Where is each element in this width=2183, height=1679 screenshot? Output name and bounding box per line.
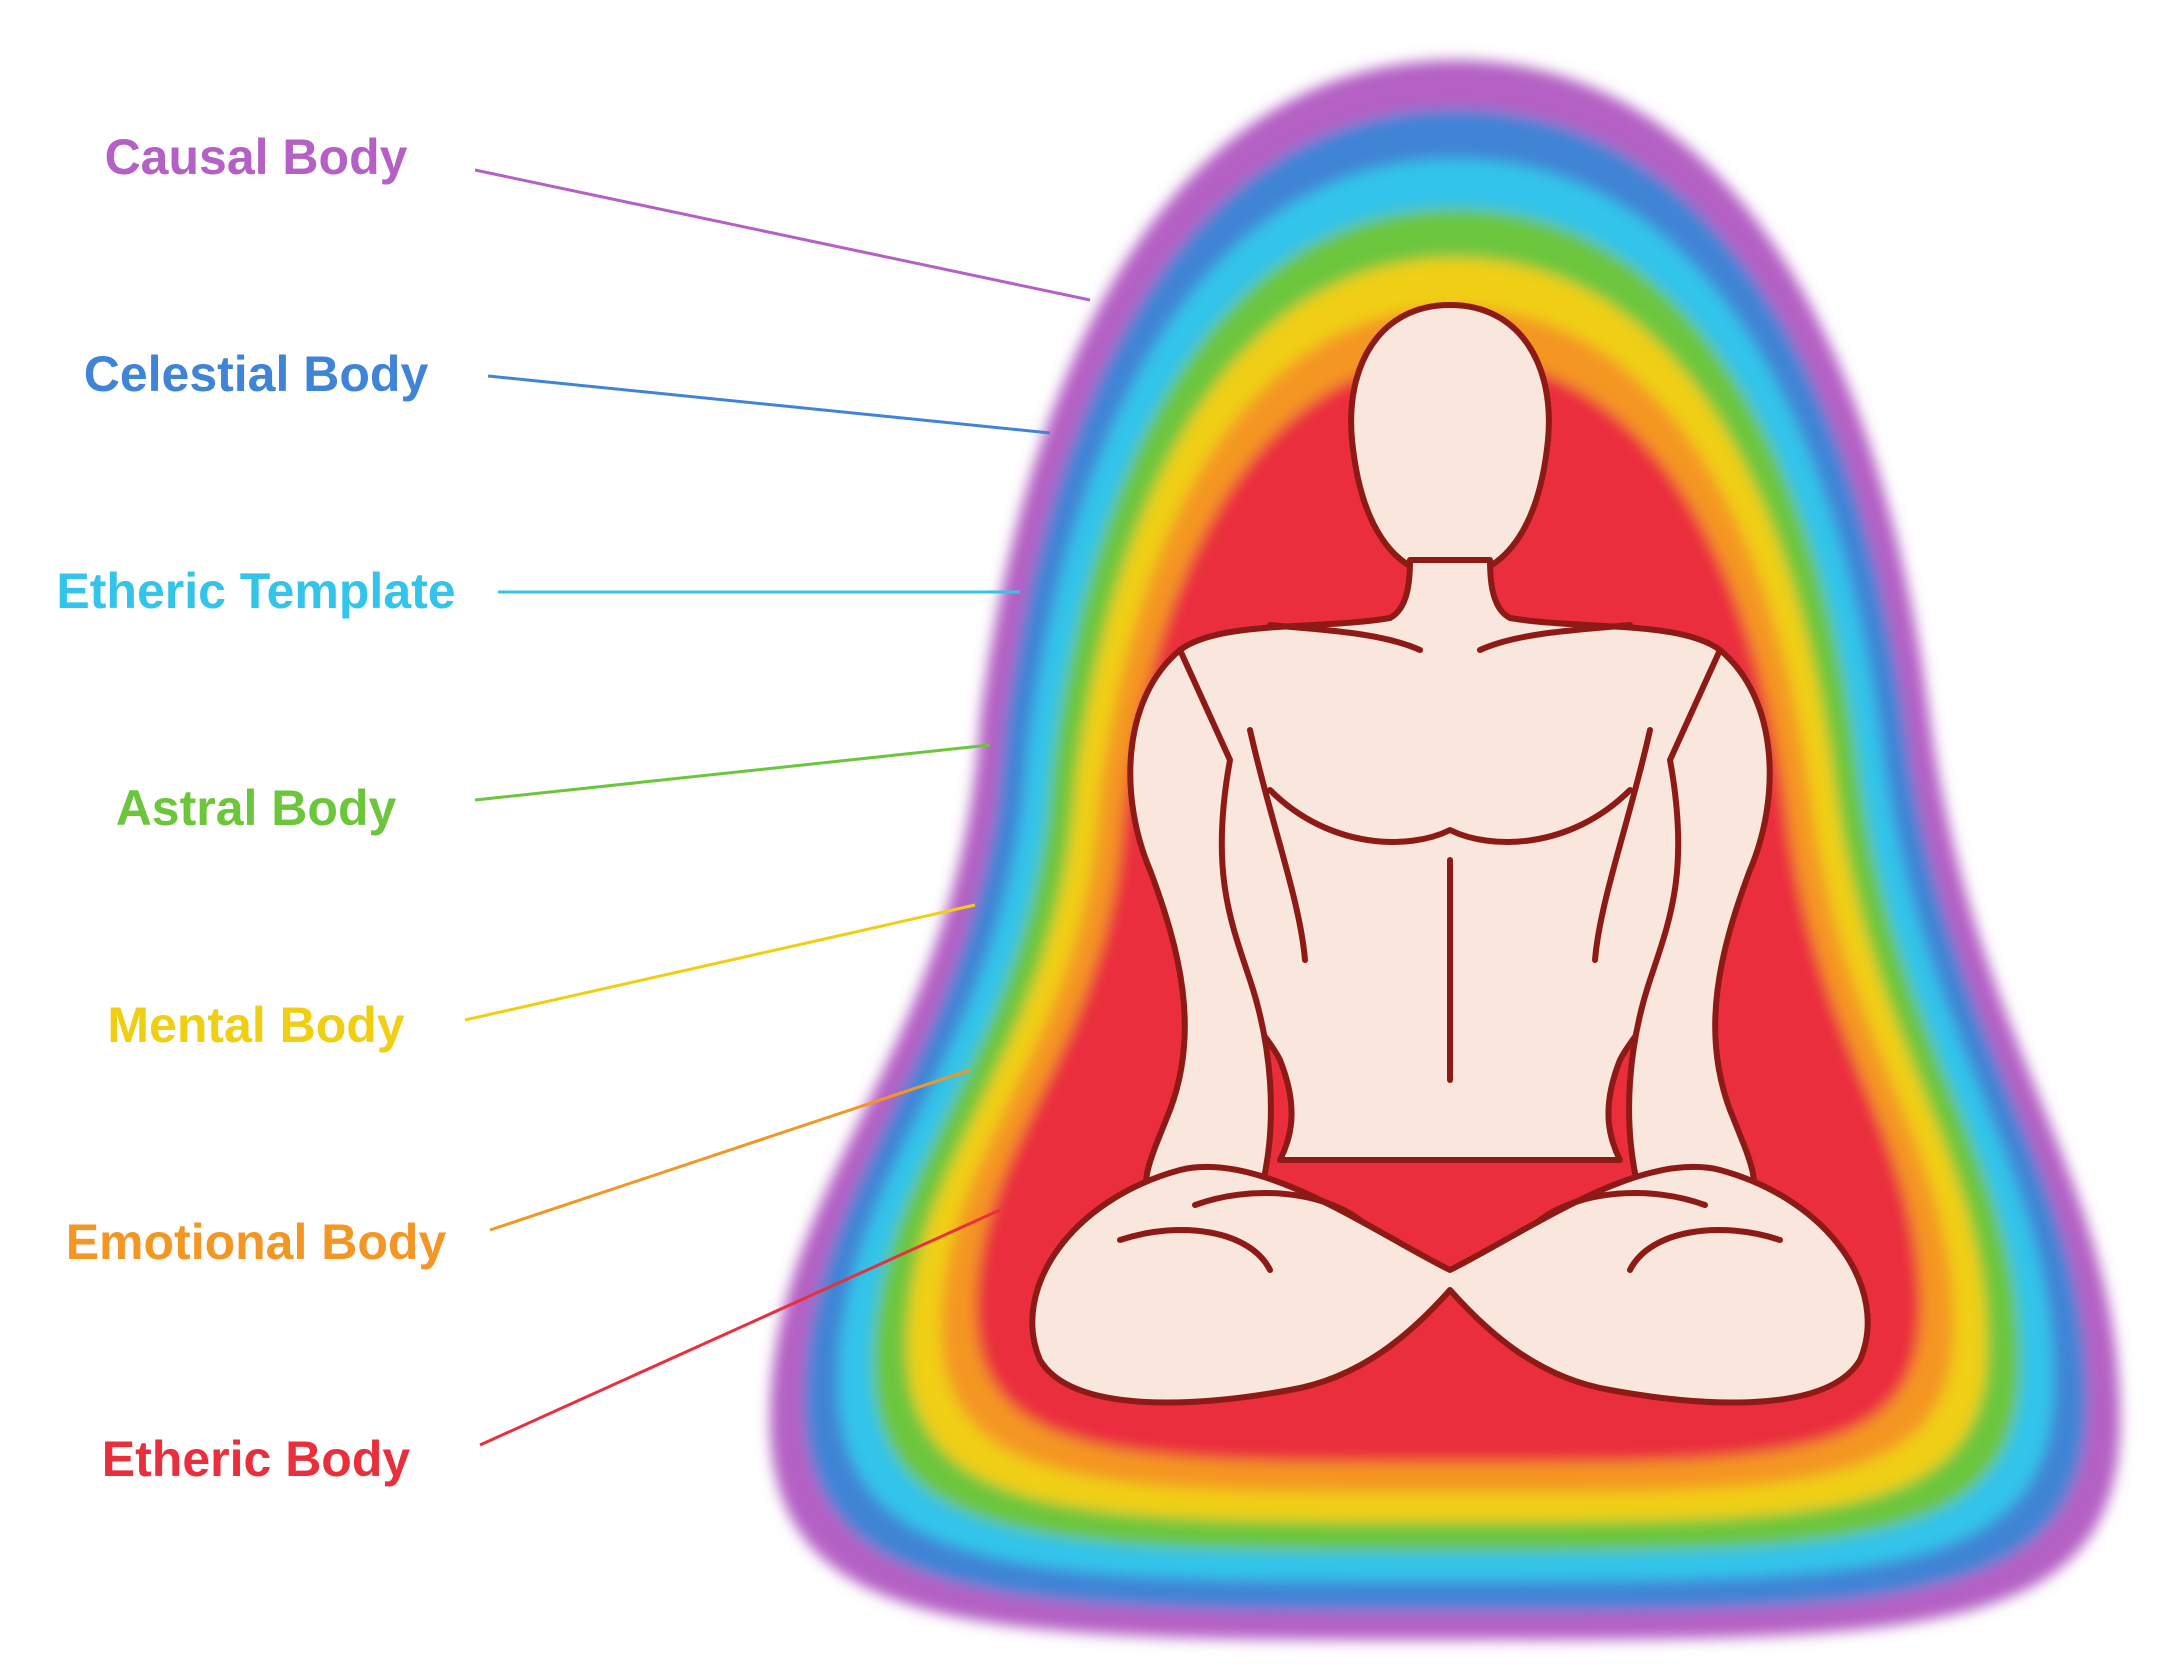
pointer-astral bbox=[475, 745, 990, 800]
label-etheric-template: Etheric Template bbox=[56, 566, 455, 616]
pointer-mental bbox=[465, 905, 975, 1020]
figure-head bbox=[1351, 305, 1549, 578]
label-etheric-body: Etheric Body bbox=[102, 1434, 410, 1484]
label-mental-body: Mental Body bbox=[107, 1000, 404, 1050]
label-emotional-body: Emotional Body bbox=[66, 1217, 447, 1267]
label-astral-body: Astral Body bbox=[116, 783, 397, 833]
pointer-celestial bbox=[488, 376, 1050, 433]
label-celestial-body: Celestial Body bbox=[84, 349, 429, 399]
label-causal-body: Causal Body bbox=[105, 132, 408, 182]
pointer-causal bbox=[475, 170, 1090, 300]
